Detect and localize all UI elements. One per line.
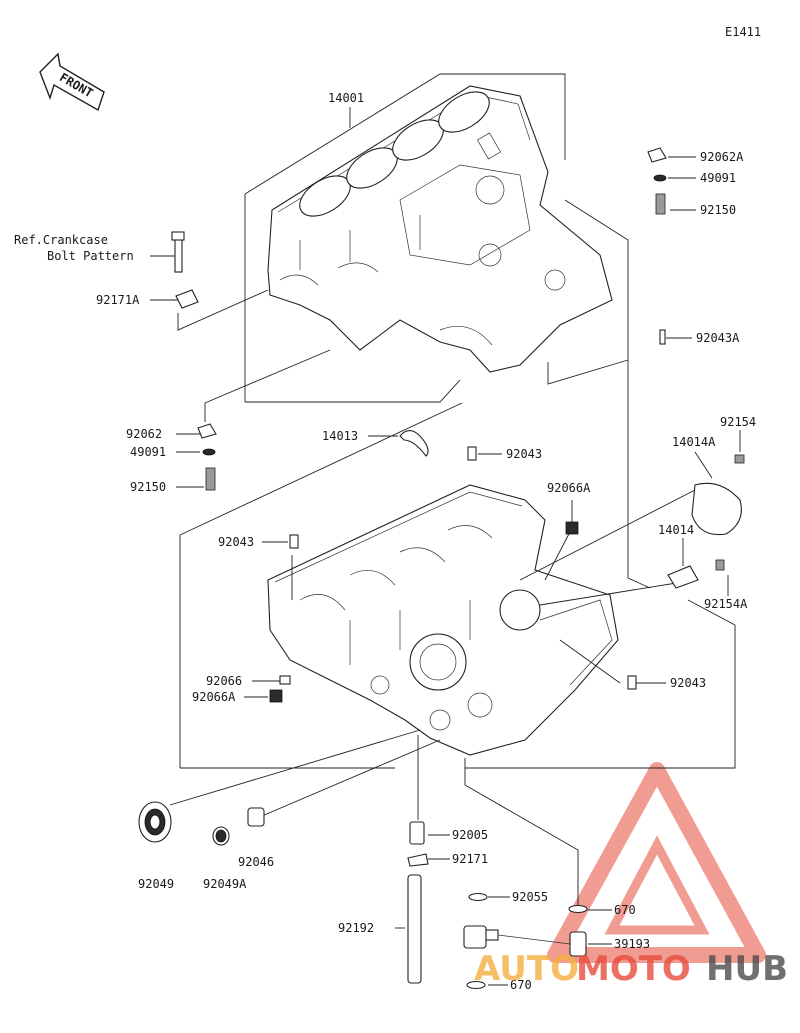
fitting-92005: [409, 821, 425, 845]
clamp-92171: [407, 853, 429, 867]
label-14014: 14014: [658, 523, 694, 537]
pipe-39193: [569, 931, 587, 957]
lower-crankcase[interactable]: [267, 484, 619, 756]
upper-case-callout-frame: [244, 73, 651, 589]
watermark-triangle: [547, 762, 766, 963]
pipe-fitting: [463, 925, 487, 949]
bracket-92062a: [647, 147, 667, 163]
oring-670-bottom: [466, 980, 486, 990]
label-92066: 92066: [206, 674, 242, 688]
label-92154a: 92154A: [704, 597, 748, 611]
small-parts: [138, 147, 745, 990]
pipe-92192: [407, 874, 422, 984]
watermark-moto: MOTO: [576, 949, 691, 989]
label-92055: 92055: [512, 890, 548, 904]
watermark-auto: AUTO: [474, 949, 579, 989]
front-arrow-icon: FRONT: [39, 52, 105, 112]
label-92154: 92154: [720, 415, 756, 429]
ref-label-line2: Bolt Pattern: [47, 249, 134, 263]
label-92171: 92171: [452, 852, 488, 866]
watermark-text: AUTO MOTO HUB: [474, 949, 788, 989]
lower-case-callout-frame: [179, 402, 736, 769]
label-92171a: 92171A: [96, 293, 140, 307]
label-92049a: 92049A: [203, 877, 247, 891]
upper-crankcase-14001[interactable]: [267, 84, 613, 373]
leader-lines: [150, 107, 741, 986]
label-14013: 14013: [322, 429, 358, 443]
label-92005: 92005: [452, 828, 488, 842]
bolt-92154a: [715, 559, 725, 571]
label-92043-b: 92043: [218, 535, 254, 549]
label-92062a: 92062A: [700, 150, 744, 164]
clamp-92171a: [175, 289, 199, 309]
label-92150-top: 92150: [700, 203, 736, 217]
pin-92066: [279, 675, 291, 685]
oring-92055: [468, 892, 488, 902]
label-92192: 92192: [338, 921, 374, 935]
plate-14014: [667, 565, 699, 589]
label-92043-a: 92043: [506, 447, 542, 461]
bracket-92062: [197, 423, 217, 439]
watermark-hub: HUB: [706, 949, 788, 989]
bearing-14013: [399, 430, 429, 457]
bush-92066a-top: [565, 521, 579, 535]
bolt-92150: [205, 467, 216, 491]
label-92066a: 92066A: [192, 690, 236, 704]
label-670-top: 670: [614, 903, 636, 917]
label-92066a-top: 92066A: [547, 481, 591, 495]
part-labels: E1411 14001 92062A 49091 92150 Ref.Crank…: [14, 25, 761, 992]
diagram-code: E1411: [725, 25, 761, 39]
dowel-92043-a: [467, 446, 477, 461]
label-670-bottom: 670: [510, 978, 532, 992]
label-39193: 39193: [614, 937, 650, 951]
label-49091-top: 49091: [700, 171, 736, 185]
label-92046: 92046: [238, 855, 274, 869]
bolt-92150-top: [655, 193, 666, 215]
washer-49091: [202, 448, 216, 456]
dowel-92043-b: [289, 534, 299, 549]
label-92043-c: 92043: [670, 676, 706, 690]
label-92062: 92062: [126, 427, 162, 441]
label-49091: 49091: [130, 445, 166, 459]
label-14001: 14001: [328, 91, 364, 105]
label-14014a: 14014A: [672, 435, 716, 449]
bearing-92046: [247, 807, 265, 827]
dowel-92043a: [659, 329, 666, 345]
label-92049: 92049: [138, 877, 174, 891]
label-92150: 92150: [130, 480, 166, 494]
cover-14014a: [691, 482, 742, 536]
label-92043a: 92043A: [696, 331, 740, 345]
dowel-92043-c: [627, 675, 637, 690]
bush-92066a: [269, 689, 283, 703]
ref-label-line1: Ref.Crankcase: [14, 233, 108, 247]
oring-670-top: [568, 904, 588, 914]
washer-49091-top: [653, 174, 667, 182]
bolt-92154: [734, 454, 745, 464]
